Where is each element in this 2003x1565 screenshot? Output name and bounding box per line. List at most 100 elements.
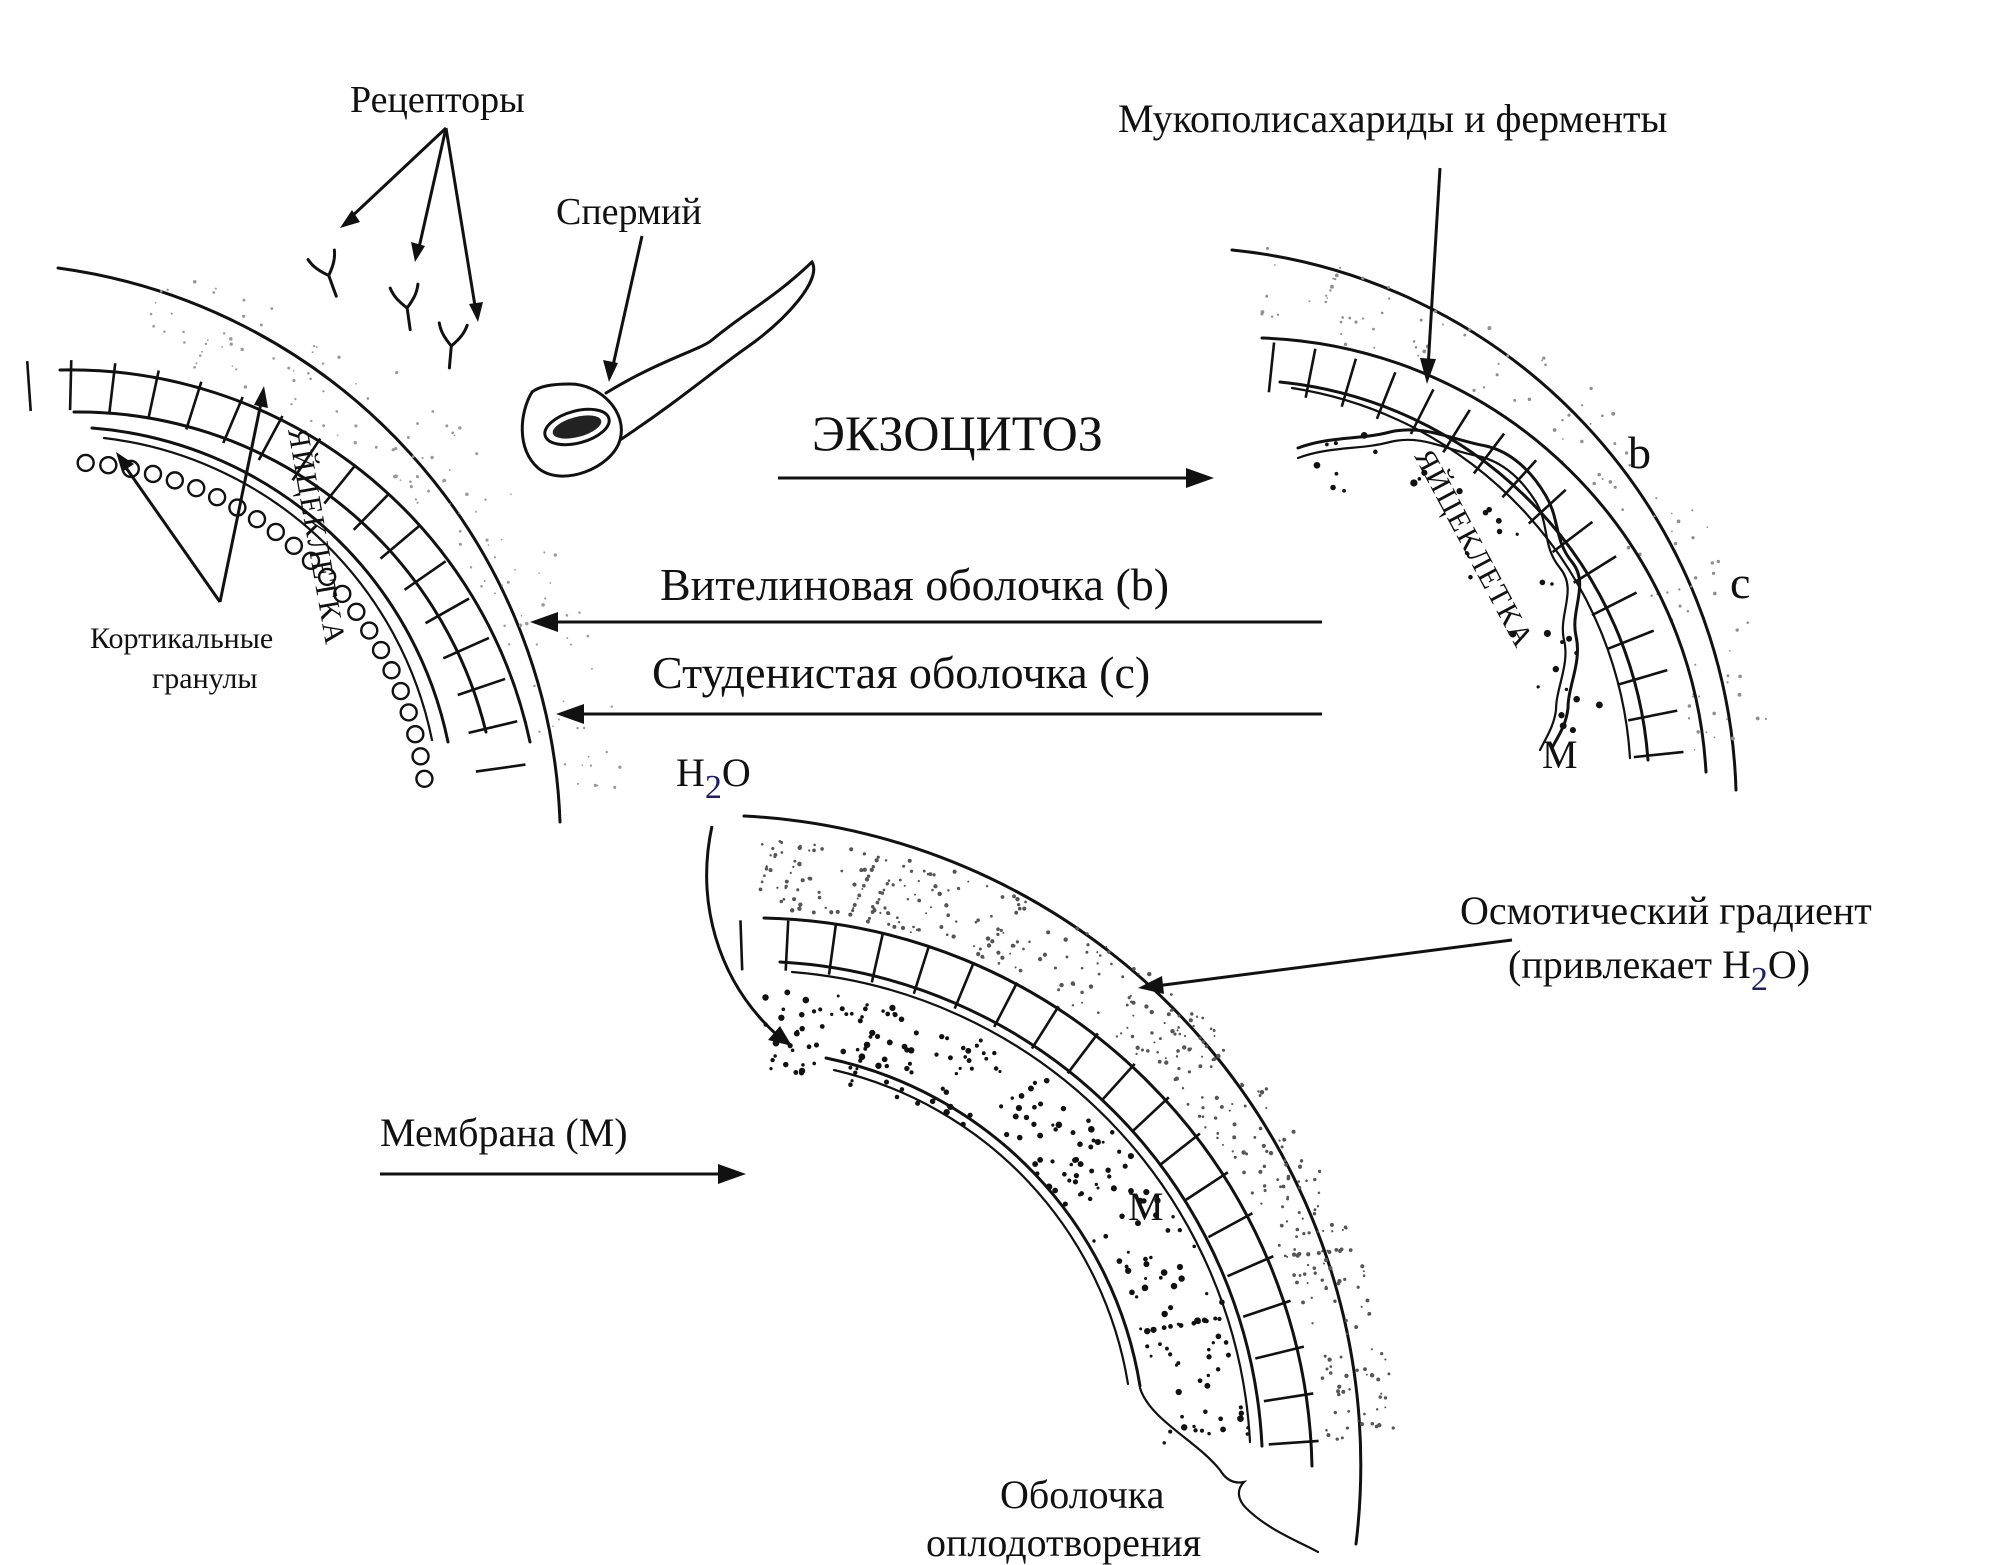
texture-dot bbox=[1107, 950, 1111, 954]
texture-dot bbox=[874, 1033, 881, 1040]
texture-dot bbox=[798, 1011, 805, 1018]
texture-dot bbox=[533, 684, 536, 687]
texture-dot bbox=[915, 1100, 921, 1106]
cortical-granule bbox=[165, 471, 185, 490]
texture-dot bbox=[1137, 1197, 1144, 1205]
cell-divider bbox=[1527, 488, 1567, 525]
texture-dot bbox=[1243, 1104, 1247, 1108]
texture-dot bbox=[1265, 1149, 1269, 1154]
texture-dot bbox=[892, 924, 897, 929]
texture-dot bbox=[458, 542, 462, 546]
texture-dot bbox=[1687, 717, 1691, 720]
texture-dot bbox=[154, 301, 157, 304]
texture-dot bbox=[858, 1053, 866, 1061]
cell-divider bbox=[68, 360, 73, 411]
cortical-granule bbox=[207, 488, 227, 507]
texture-dot bbox=[557, 718, 560, 721]
cortical-granule bbox=[317, 567, 337, 587]
texture-dot bbox=[562, 700, 565, 703]
texture-dot bbox=[1168, 1324, 1173, 1329]
texture-dot bbox=[880, 891, 885, 895]
texture-dot bbox=[1365, 1373, 1368, 1376]
membrane-arc-bottom bbox=[824, 1056, 1142, 1388]
texture-dot bbox=[1283, 1159, 1287, 1163]
texture-dot bbox=[1387, 286, 1391, 290]
texture-dot bbox=[1260, 310, 1265, 314]
texture-dot bbox=[1569, 727, 1576, 734]
texture-dot bbox=[1052, 1187, 1059, 1194]
texture-dot bbox=[1128, 1187, 1134, 1194]
cell-divider bbox=[1618, 668, 1668, 686]
texture-dot bbox=[1126, 1026, 1129, 1029]
texture-dot bbox=[1195, 1015, 1199, 1018]
vitelline-envelope-arrow bbox=[530, 612, 1322, 632]
texture-dot bbox=[861, 887, 864, 890]
texture-dot bbox=[1131, 966, 1136, 971]
texture-dot bbox=[1176, 1361, 1181, 1366]
texture-dot bbox=[1365, 1298, 1370, 1303]
texture-dot bbox=[1192, 1244, 1196, 1249]
texture-dot bbox=[1062, 1171, 1067, 1177]
texture-dot bbox=[336, 434, 339, 437]
texture-dot bbox=[1595, 701, 1603, 709]
texture-dot bbox=[1124, 1264, 1129, 1269]
texture-dot bbox=[798, 844, 802, 848]
texture-dot bbox=[985, 936, 991, 941]
texture-dot bbox=[784, 989, 791, 996]
texture-dot bbox=[1098, 954, 1102, 957]
texture-dot bbox=[1197, 1114, 1202, 1118]
texture-dot bbox=[212, 291, 216, 294]
texture-dot bbox=[552, 725, 554, 728]
cortical-granule bbox=[371, 640, 391, 660]
texture-dot bbox=[1328, 1266, 1333, 1271]
texture-dot bbox=[769, 854, 772, 857]
texture-dot bbox=[1131, 1000, 1136, 1005]
texture-dot bbox=[946, 913, 951, 918]
texture-dot bbox=[1231, 1102, 1234, 1106]
texture-dot bbox=[1325, 1367, 1329, 1371]
texture-dot bbox=[506, 580, 510, 584]
texture-dot bbox=[1354, 1325, 1359, 1330]
texture-dot bbox=[817, 890, 821, 894]
texture-dot bbox=[1558, 712, 1565, 719]
texture-dot bbox=[1276, 313, 1280, 316]
texture-dot bbox=[955, 920, 958, 923]
fertilization-envelope-brace bbox=[1138, 1386, 1320, 1554]
cell-divider bbox=[185, 381, 203, 430]
texture-dot bbox=[487, 544, 490, 546]
texture-dot bbox=[1062, 1201, 1068, 1207]
texture-dot bbox=[613, 785, 617, 789]
texture-dot bbox=[570, 643, 573, 646]
texture-dot bbox=[1282, 1137, 1287, 1142]
texture-dot bbox=[1383, 1396, 1388, 1400]
cell-divider bbox=[291, 437, 322, 481]
texture-dot bbox=[221, 346, 224, 348]
texture-dot bbox=[1213, 1316, 1218, 1321]
texture-dot bbox=[1188, 1018, 1193, 1023]
texture-dot bbox=[1245, 1152, 1249, 1156]
texture-dot bbox=[1201, 1039, 1206, 1044]
texture-dot bbox=[1096, 962, 1099, 965]
texture-dot bbox=[1145, 1344, 1150, 1349]
texture-dot bbox=[1057, 988, 1061, 992]
texture-dot bbox=[1219, 1299, 1225, 1306]
texture-dot bbox=[850, 1079, 854, 1083]
texture-dot bbox=[800, 878, 805, 883]
texture-dot bbox=[1245, 1432, 1250, 1436]
cell-divider bbox=[1551, 520, 1594, 554]
texture-dot bbox=[1285, 1220, 1289, 1223]
texture-dot bbox=[840, 1048, 847, 1055]
texture-dot bbox=[1334, 273, 1339, 278]
texture-dot bbox=[1506, 354, 1510, 358]
texture-dot bbox=[1712, 711, 1717, 716]
mucopolysaccharides-pointer bbox=[1420, 167, 1442, 384]
texture-dot bbox=[829, 910, 834, 915]
texture-dot bbox=[1322, 1262, 1326, 1265]
texture-dot bbox=[1280, 1145, 1284, 1149]
texture-dot bbox=[860, 1015, 864, 1019]
texture-dot bbox=[1311, 1322, 1314, 1325]
texture-dot bbox=[848, 1065, 853, 1070]
texture-dot bbox=[1338, 266, 1342, 269]
texture-dot bbox=[793, 859, 797, 863]
texture-dot bbox=[909, 1070, 914, 1075]
